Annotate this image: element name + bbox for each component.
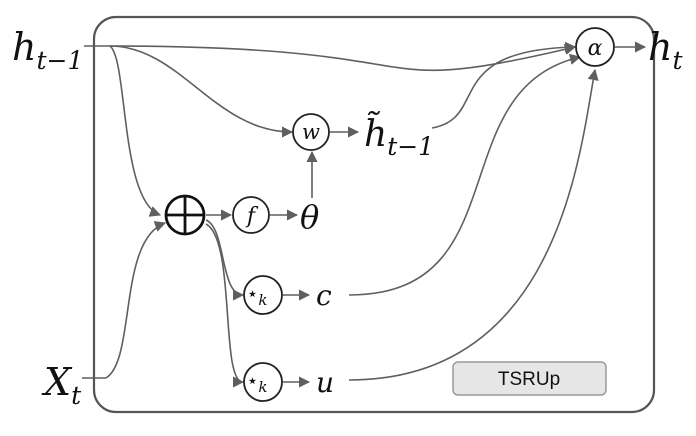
conv-node-u-star: ⋆k <box>247 370 268 396</box>
sum-node <box>164 194 206 236</box>
u-label: u <box>316 366 334 399</box>
conv-node-c-star: ⋆k <box>247 283 268 309</box>
h-tilde-label: h̃t−1 <box>364 112 434 161</box>
conv-node-c: ⋆k <box>243 275 283 315</box>
alpha-node: α <box>575 27 615 67</box>
wires <box>82 41 647 388</box>
cell-frame <box>92 15 656 414</box>
w-node: w <box>292 113 330 151</box>
theta-label: θ <box>300 198 319 236</box>
f-node: f <box>232 196 270 234</box>
input-h-prev-label: ht−1 <box>12 25 83 75</box>
input-x-t-label: Xt <box>41 360 82 410</box>
conv-node-u: ⋆k <box>243 362 283 402</box>
model-badge: TSRUp <box>452 361 607 396</box>
alpha-node-label: α <box>588 36 603 61</box>
model-badge-label: TSRUp <box>498 369 560 390</box>
c-label: c <box>316 279 332 312</box>
output-h-t-label: ht <box>648 25 683 75</box>
w-node-label: w <box>302 120 320 144</box>
